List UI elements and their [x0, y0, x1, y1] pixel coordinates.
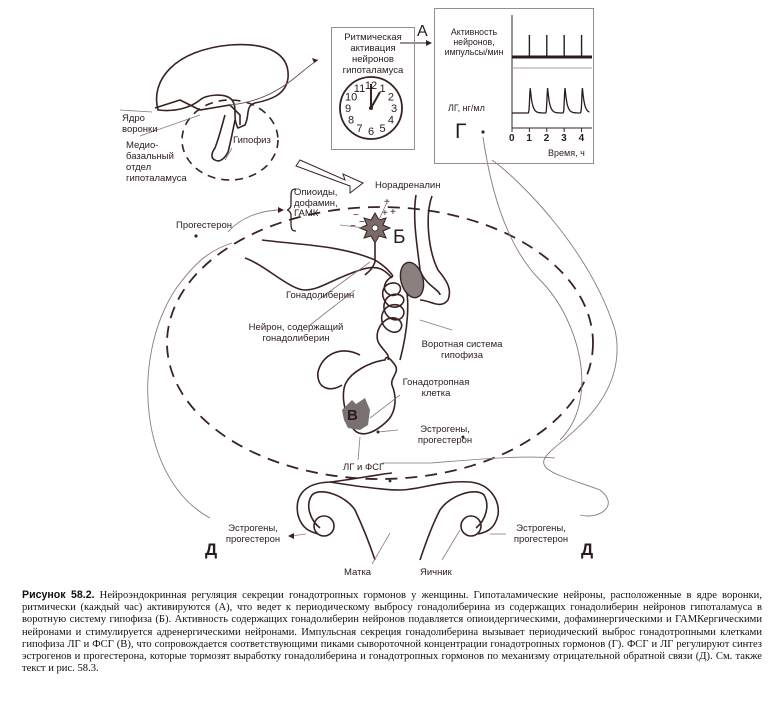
clock-numeral: 10 — [345, 92, 357, 104]
x-tick-label: 0 — [509, 133, 515, 144]
brace — [286, 188, 297, 232]
label-pituitary: Гипофиз — [233, 135, 271, 146]
svg-text:+: + — [382, 208, 388, 219]
marker-a: А — [417, 23, 428, 40]
marker-g: Г — [455, 120, 467, 143]
label-progesterone: Прогестерон — [176, 220, 233, 231]
feedback-loop-right — [491, 159, 618, 517]
svg-text:−: − — [359, 217, 365, 228]
x-tick-label: 3 — [561, 133, 567, 144]
clock-numeral: 11 — [354, 83, 365, 95]
x-tick-label: 1 — [526, 133, 532, 144]
caption-text: Нейроэндокринная регуляция секреции гона… — [22, 590, 762, 675]
rhythm-box — [331, 27, 415, 150]
x-tick-label: 4 — [578, 133, 585, 144]
pituitary-stalk — [211, 114, 236, 162]
clock-numeral: 7 — [356, 123, 362, 135]
label-noradrenaline: Норадреналин — [375, 180, 441, 191]
clock-numeral: 9 — [345, 103, 351, 115]
connector-brain-to-box — [229, 59, 319, 106]
x-tick-label: 2 — [543, 133, 550, 144]
label-gonadoliberin-neuron: Нейрон, содержащий гонадолиберин — [248, 322, 344, 344]
ovary-left — [313, 515, 335, 537]
x-axis-label: Время, ч — [548, 148, 585, 158]
hollow-arrow — [295, 159, 364, 195]
brain-outline — [155, 43, 289, 130]
label-gonadoliberin: Гонадолиберин — [286, 290, 355, 301]
clock-numeral: 2 — [388, 92, 394, 104]
svg-text:+: + — [390, 207, 396, 218]
brain-stem — [154, 99, 241, 125]
clock-numeral: 5 — [379, 123, 385, 135]
ovary-right — [460, 515, 482, 537]
label-nucleus: Ядро воронки — [122, 113, 158, 135]
activity-charts — [511, 15, 592, 132]
activity-panel — [434, 8, 594, 164]
anterior-pituitary — [342, 356, 398, 435]
marker-b: Б — [393, 227, 406, 248]
figure-caption: Рисунок 58.2. Нейроэндокринная регуляция… — [22, 589, 762, 675]
feedback-loop-left — [147, 242, 233, 519]
label-gonadotrope: Гонадотропная клетка — [402, 377, 470, 399]
svg-text:−: − — [353, 210, 359, 221]
label-lh-concentration: ЛГ, нг/мл — [448, 103, 485, 113]
mediobasal-region — [181, 99, 279, 181]
label-lh-fsh: ЛГ и ФСГ — [343, 462, 385, 473]
portal-vessels — [376, 275, 405, 361]
label-uterus: Матка — [344, 567, 372, 578]
label-estrogens-right: Эстрогены, прогестерон — [513, 523, 569, 545]
posterior-pituitary — [399, 261, 425, 299]
marker-d-right: Д — [581, 540, 594, 559]
label-inhibitors: Опиоиды, дофамин, ГАМК — [294, 187, 338, 219]
label-mediobasal: Медио- базальный отдел гипоталамуса — [126, 140, 187, 184]
clock-numeral: 6 — [368, 126, 374, 138]
rhythm-title: Ритмическая активация нейронов гипоталам… — [342, 32, 404, 76]
clock-numeral: 8 — [348, 115, 354, 127]
label-portal-system: Воротная система гипофиза — [421, 339, 503, 361]
label-neuron-activity: Активность нейронов, импульсы/мин — [444, 27, 504, 57]
label-ovary: Яичник — [420, 567, 452, 578]
gonadotrope-cell — [342, 398, 370, 430]
clock-numeral: 3 — [391, 103, 397, 115]
lh-series-line — [512, 87, 590, 114]
marker-v: В — [347, 407, 358, 424]
caption-label: Рисунок 58.2. — [22, 589, 95, 601]
label-estrogens-center: Эстрогены, прогестерон — [417, 424, 473, 446]
uterus — [296, 472, 499, 535]
clock-numeral: 1 — [379, 83, 385, 95]
marker-d-left: Д — [205, 540, 218, 559]
label-estrogens-left: Эстрогены, прогестерон — [225, 523, 281, 545]
clock-numeral: 12 — [365, 80, 377, 92]
clock-numeral: 4 — [388, 115, 394, 127]
hypothalamus-region — [166, 206, 594, 480]
